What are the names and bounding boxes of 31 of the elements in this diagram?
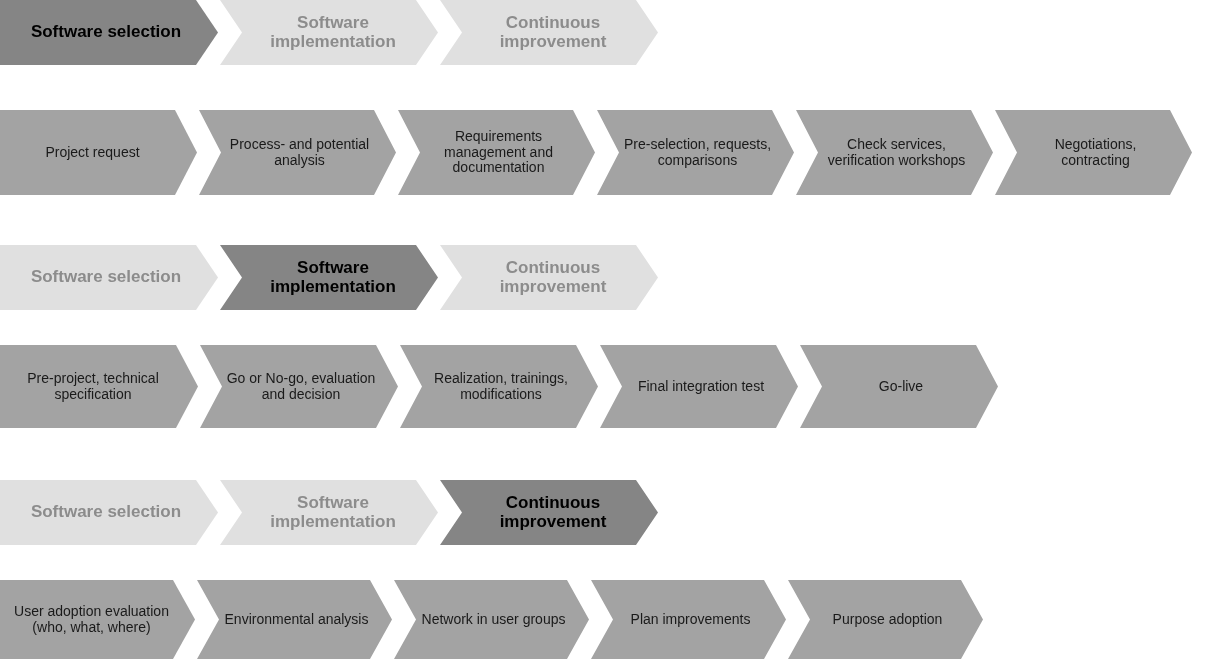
process-step-tab bbox=[0, 110, 197, 195]
process-step-tab bbox=[0, 345, 198, 428]
phase-label: Continuous improvement bbox=[498, 13, 608, 52]
process-step-tab bbox=[0, 580, 195, 659]
step-label: Process- and potential analysis bbox=[228, 137, 371, 168]
step-label: Go or No-go, evaluation and decision bbox=[225, 371, 377, 402]
step-label: Go-live bbox=[878, 378, 924, 395]
step-label: Requirements management and documentation bbox=[443, 129, 554, 176]
phase-label: Software implementation bbox=[269, 13, 397, 52]
step-label: Final integration test bbox=[637, 378, 765, 395]
step-label: Environmental analysis bbox=[224, 611, 369, 628]
phase-label: Software implementation bbox=[269, 258, 397, 297]
phase-label: Software implementation bbox=[269, 493, 397, 532]
step-label: Realization, trainings, modifications bbox=[433, 371, 569, 402]
phase-label: Software selection bbox=[30, 503, 182, 522]
step-label: Check services, verification workshops bbox=[826, 137, 967, 168]
step-label: Pre-project, technical specification bbox=[26, 371, 160, 402]
step-label: User adoption evaluation (who, what, where) bbox=[13, 604, 170, 635]
phase-label: Continuous improvement bbox=[498, 493, 608, 532]
step-label: Project request bbox=[45, 144, 140, 161]
step-label: Pre-selection, requests, comparisons bbox=[622, 137, 773, 168]
phase-label: Software selection bbox=[30, 268, 182, 287]
step-label: Plan improvements bbox=[630, 611, 751, 628]
active-phase-tab bbox=[0, 0, 218, 65]
phase-label: Software selection bbox=[30, 23, 182, 42]
inactive-phase-tab bbox=[0, 245, 218, 310]
step-label: Purpose adoption bbox=[832, 611, 943, 628]
step-label: Negotiations, contracting bbox=[1053, 137, 1138, 168]
step-label: Network in user groups bbox=[421, 611, 566, 628]
phase-label: Continuous improvement bbox=[498, 258, 608, 297]
inactive-phase-tab bbox=[0, 480, 218, 545]
